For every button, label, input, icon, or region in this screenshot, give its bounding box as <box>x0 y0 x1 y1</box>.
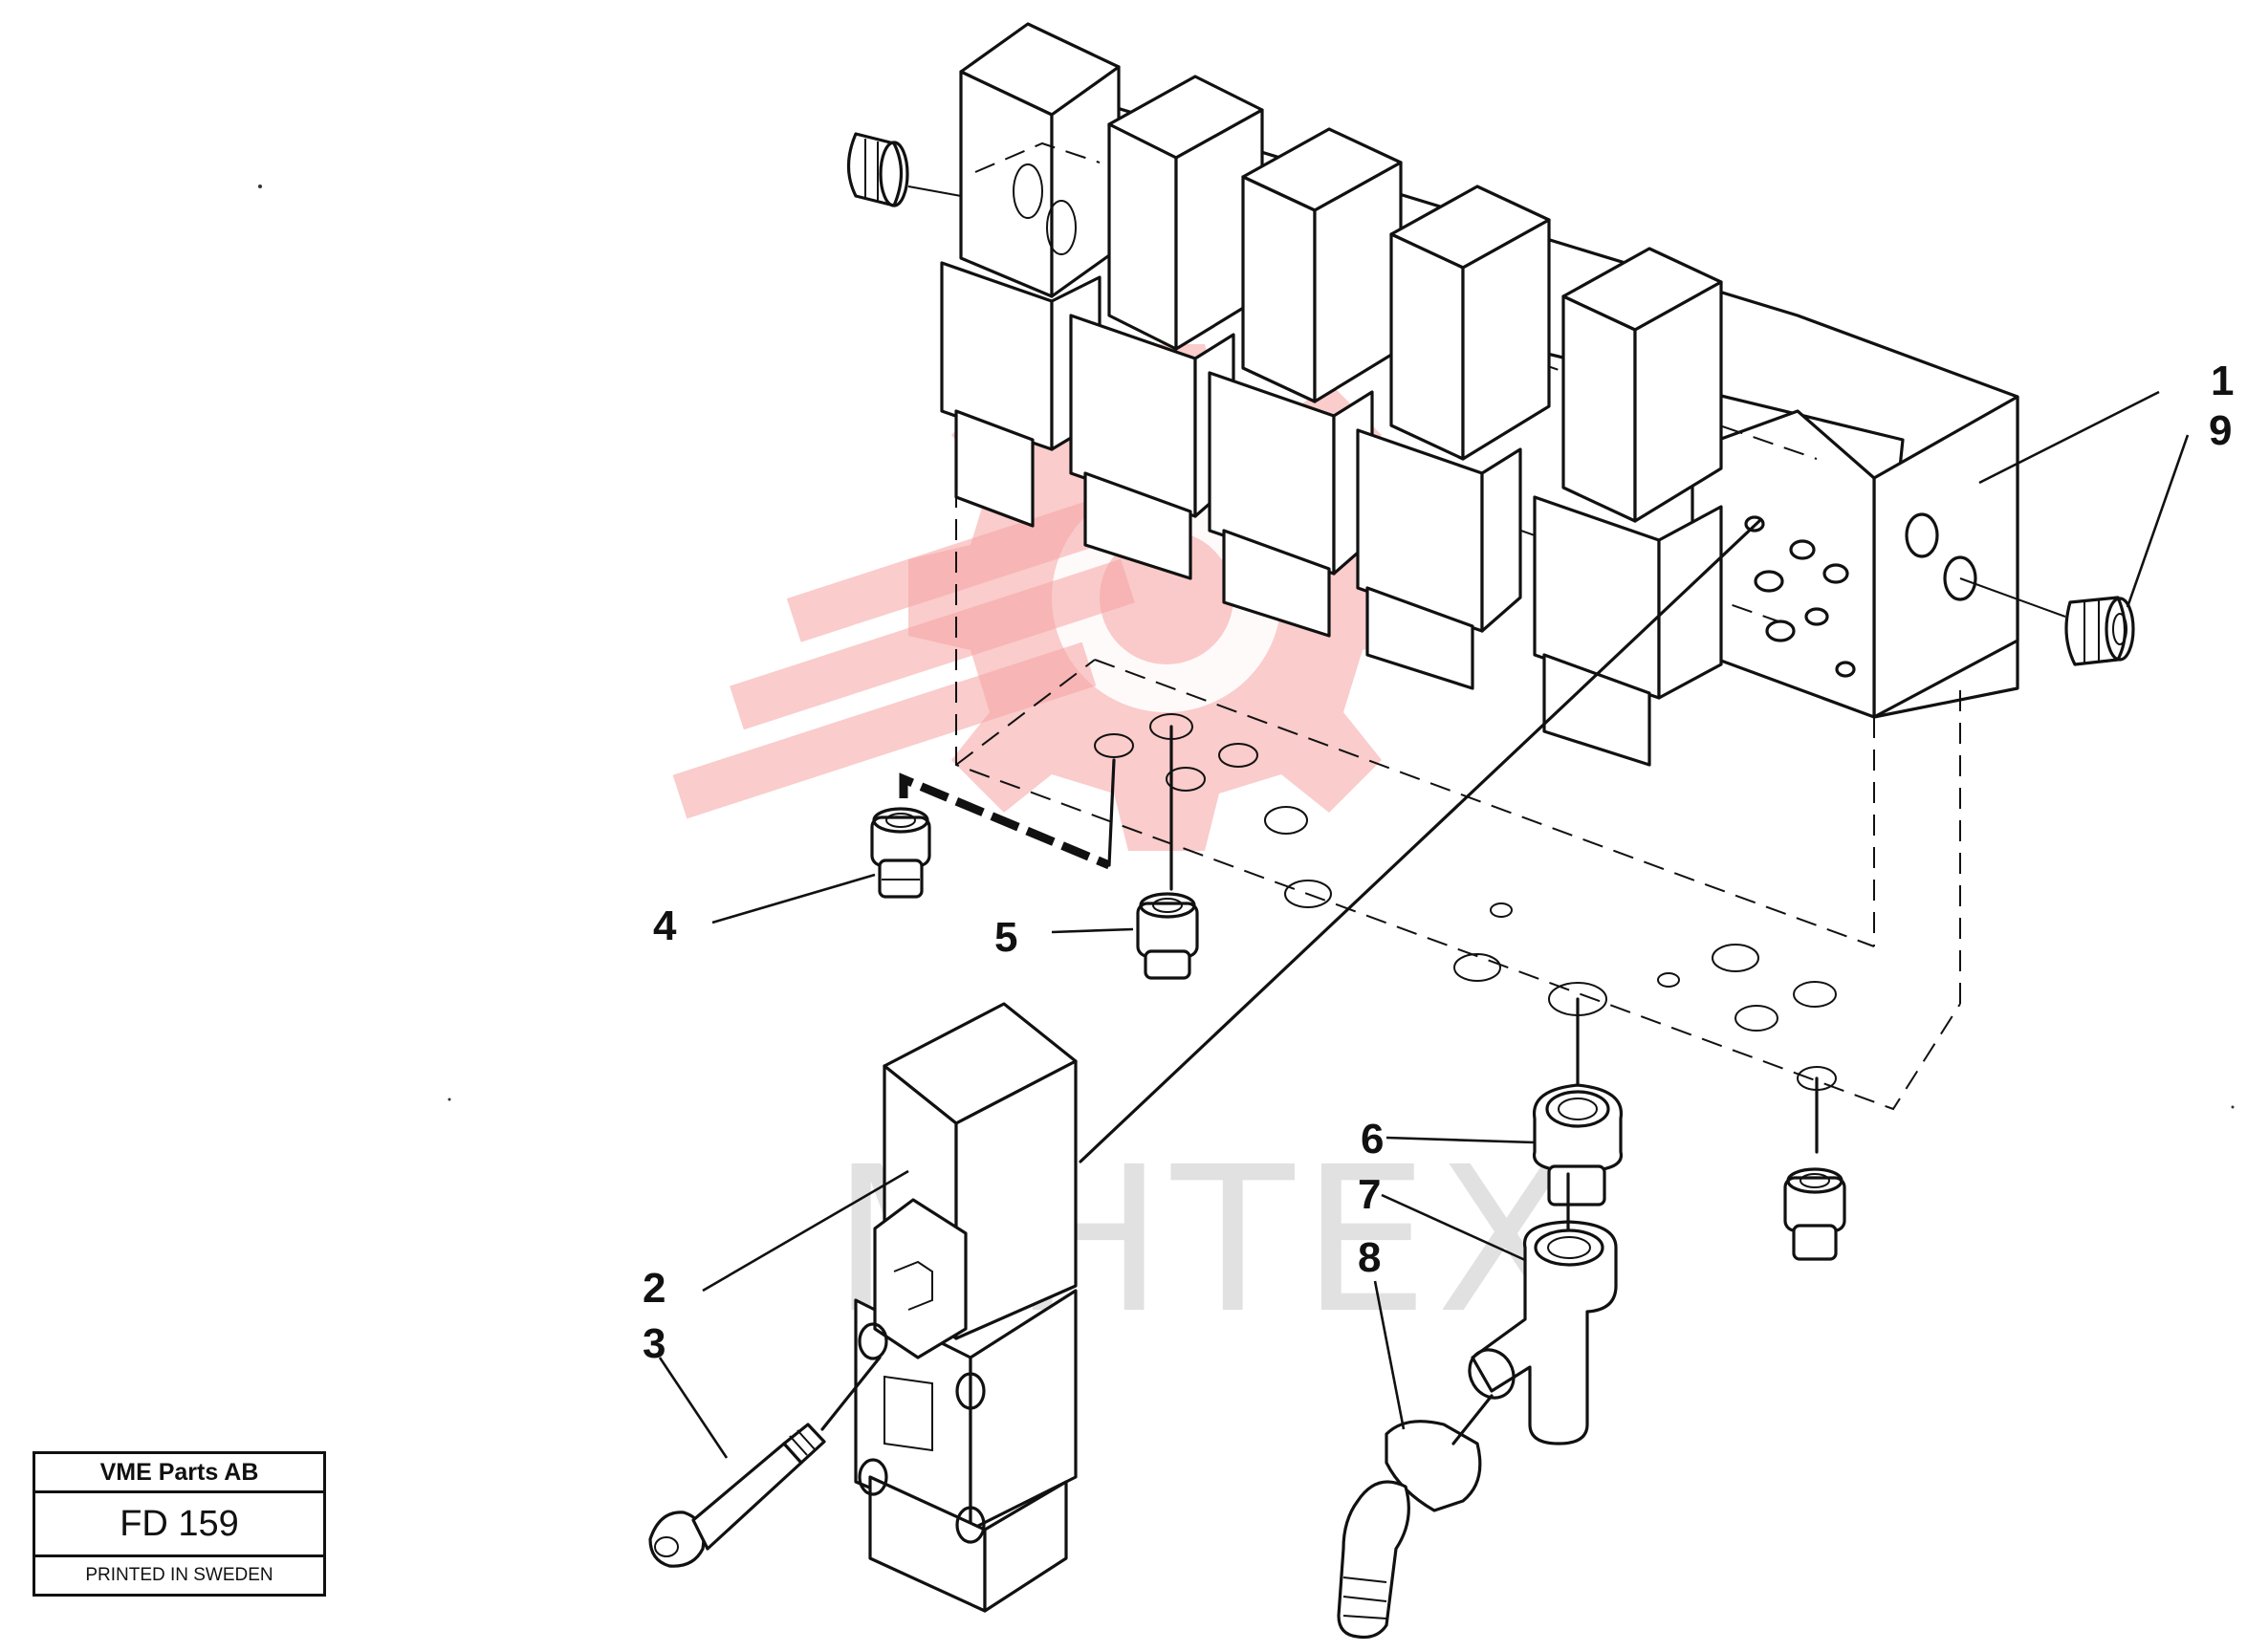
solenoid-valve-1 <box>940 22 1121 528</box>
company-name: VME Parts AB <box>35 1454 323 1493</box>
port-hole <box>1744 515 1765 533</box>
callout-8: 8 <box>1358 1234 1381 1281</box>
port-hole <box>1754 570 1784 593</box>
callout-4: 4 <box>653 902 677 949</box>
solenoid-valve-2 <box>1069 75 1264 580</box>
pilot-connection-dashed <box>899 772 1111 870</box>
electrical-connector <box>873 1198 968 1359</box>
elbow-7 <box>1468 1172 1618 1446</box>
callout-3: 3 <box>643 1320 665 1367</box>
port-hole <box>1765 620 1796 642</box>
adapter-6 <box>1532 997 1624 1206</box>
drawing-code: FD 159 <box>35 1493 323 1557</box>
port-hole <box>1905 512 1939 558</box>
callout-6: 6 <box>1361 1116 1384 1163</box>
fitting-5 <box>1136 725 1199 980</box>
solenoid-valve-exploded <box>854 519 1761 1613</box>
callout-1: 1 <box>2211 358 2234 404</box>
title-block: VME Parts AB FD 159 PRINTED IN SWEDEN <box>33 1451 326 1597</box>
callout-2: 2 <box>643 1265 665 1312</box>
socket-screw-3 <box>648 1356 882 1568</box>
hose-elbow-8 <box>1337 1394 1494 1640</box>
callout-labels: 1 9 4 5 6 7 8 2 3 <box>643 358 2234 1367</box>
plug-right <box>1959 577 2135 666</box>
port-hole <box>1789 539 1816 560</box>
port-hole <box>1835 661 1856 678</box>
callout-5: 5 <box>994 914 1017 961</box>
printed-note: PRINTED IN SWEDEN <box>85 1565 273 1585</box>
solenoid-valve-5 <box>1533 247 1723 767</box>
port-hole <box>1822 563 1849 584</box>
plug-left <box>846 132 962 207</box>
callout-7: 7 <box>1358 1171 1381 1218</box>
solenoid-valve-3 <box>1208 127 1403 638</box>
leader-lines <box>658 390 2190 1459</box>
callout-9: 9 <box>2209 407 2232 454</box>
port-hole <box>1943 555 1977 601</box>
solenoid-valve-4 <box>1356 185 1551 690</box>
port-hole <box>1804 607 1829 626</box>
fitting-plate <box>1783 1076 1846 1261</box>
fitting-4 <box>870 807 931 899</box>
